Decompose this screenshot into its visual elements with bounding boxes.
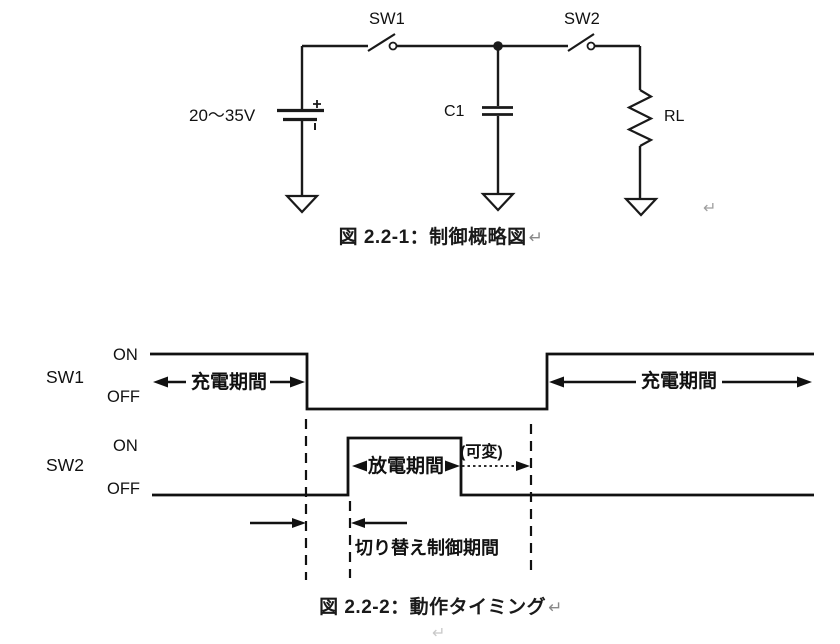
sw2-on-label: ON — [113, 437, 138, 455]
plus-polarity-icon — [313, 100, 321, 108]
dashed-guides — [304, 419, 533, 580]
ground-icon-source — [284, 194, 320, 214]
charge-period-arrow-1 — [153, 376, 305, 388]
ground-icon-load — [623, 197, 659, 217]
return-mark-faint: ↵ — [432, 625, 446, 642]
charge-period-label-2: 充電期間 — [640, 371, 717, 392]
discharge-period-arrow — [352, 460, 460, 472]
switch-sw1-icon — [367, 33, 398, 52]
variable-dotted-arrow — [462, 461, 530, 471]
return-mark: ↵ — [703, 200, 717, 217]
sw2-waveform — [152, 436, 814, 497]
load-resistor-label: RL — [664, 108, 685, 125]
switch-control-period-label: 切り替え制御期間 — [355, 538, 499, 558]
voltage-source-symbol — [277, 46, 324, 196]
discharge-period-label: 放電期間 — [367, 456, 444, 477]
sw1-waveform — [150, 352, 814, 411]
resistor-symbol — [626, 46, 654, 199]
voltage-source-label: 20～35V — [189, 106, 256, 125]
circuit-caption: 図 2.2-1：制御概略図↵ — [21, 222, 840, 249]
sw2-component-label: SW2 — [564, 10, 600, 28]
circuit-schematic — [277, 33, 659, 217]
capacitor-symbol — [482, 46, 513, 194]
return-mark: ↵ — [548, 598, 563, 617]
circuit-caption-text: 図 2.2-1：制御概略図 — [338, 227, 527, 248]
timing-diagram — [150, 352, 814, 580]
timing-caption-text: 図 2.2-2：動作タイミング — [319, 597, 547, 618]
timing-row-sw2-label: SW2 — [46, 455, 84, 475]
sw1-component-label: SW1 — [369, 10, 405, 28]
sw2-off-label: OFF — [107, 480, 140, 498]
switch-sw2-icon — [567, 33, 596, 52]
return-mark: ↵ — [528, 228, 544, 247]
timing-row-sw1-label: SW1 — [46, 367, 84, 387]
charge-period-label-1: 充電期間 — [190, 372, 267, 393]
ground-icon-capacitor — [480, 192, 516, 212]
sw1-on-label: ON — [113, 346, 138, 364]
sw1-off-label: OFF — [107, 388, 140, 406]
control-period-arrows — [250, 518, 407, 528]
capacitor-label: C1 — [444, 103, 465, 120]
charge-period-arrow-2 — [549, 376, 812, 388]
variable-label: (可変) — [460, 444, 503, 461]
timing-caption: 図 2.2-2：動作タイミング↵ — [21, 592, 840, 619]
